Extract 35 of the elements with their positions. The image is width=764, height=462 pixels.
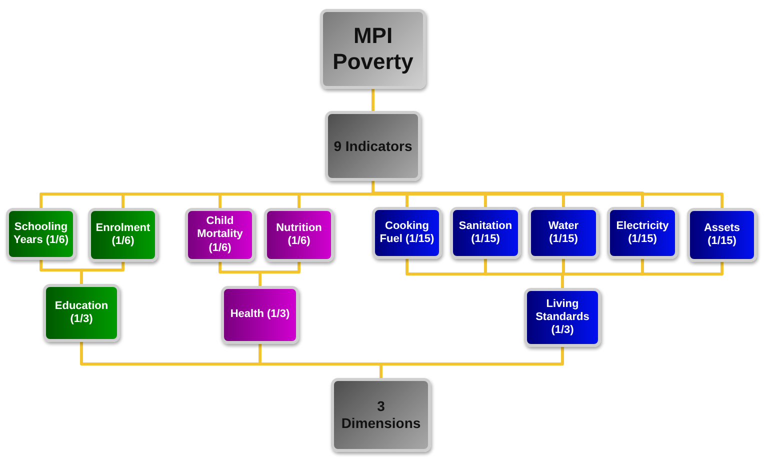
- box-label: Cooking Fuel (1/15): [378, 220, 436, 246]
- education-box: [43, 284, 120, 342]
- box-label: Child Mortality (1/6): [196, 215, 244, 255]
- summary-box: [325, 111, 421, 181]
- living-standards-box: [528, 207, 599, 259]
- box-label: Water (1/15): [547, 220, 580, 246]
- living-standards-box: [524, 288, 601, 347]
- box-label: Electricity (1/15): [615, 220, 670, 246]
- box-label: Health (1/3): [230, 308, 290, 322]
- box-label: 9 Indicators: [334, 138, 412, 154]
- box-label: Assets (1/15): [702, 222, 742, 248]
- living-standards-box: [450, 207, 521, 259]
- box-label: Enrolment (1/6): [94, 222, 152, 248]
- education-box: [88, 208, 158, 262]
- living-standards-box: [607, 207, 678, 259]
- connector-line: [380, 347, 564, 378]
- health-box: [185, 208, 255, 262]
- box-label: Living Standards (1/3): [534, 298, 590, 338]
- root-box: [320, 9, 426, 89]
- box-label: 3 Dimensions: [340, 398, 422, 432]
- connector-line: [258, 262, 300, 286]
- box-label: MPI Poverty: [332, 22, 414, 76]
- living-standards-box: [687, 208, 757, 262]
- connector-line: [372, 181, 724, 208]
- health-box: [221, 286, 299, 344]
- connector-line: [80, 262, 124, 284]
- box-label: Education (1/3): [54, 300, 110, 326]
- education-box: [6, 208, 76, 260]
- box-label: Nutrition (1/6): [275, 222, 323, 248]
- connector-line: [372, 89, 374, 111]
- box-label: Sanitation (1/15): [458, 220, 514, 246]
- health-box: [264, 208, 334, 262]
- living-standards-box: [372, 207, 442, 259]
- box-label: Schooling Years (1/6): [12, 220, 70, 248]
- summary-box: [331, 378, 431, 452]
